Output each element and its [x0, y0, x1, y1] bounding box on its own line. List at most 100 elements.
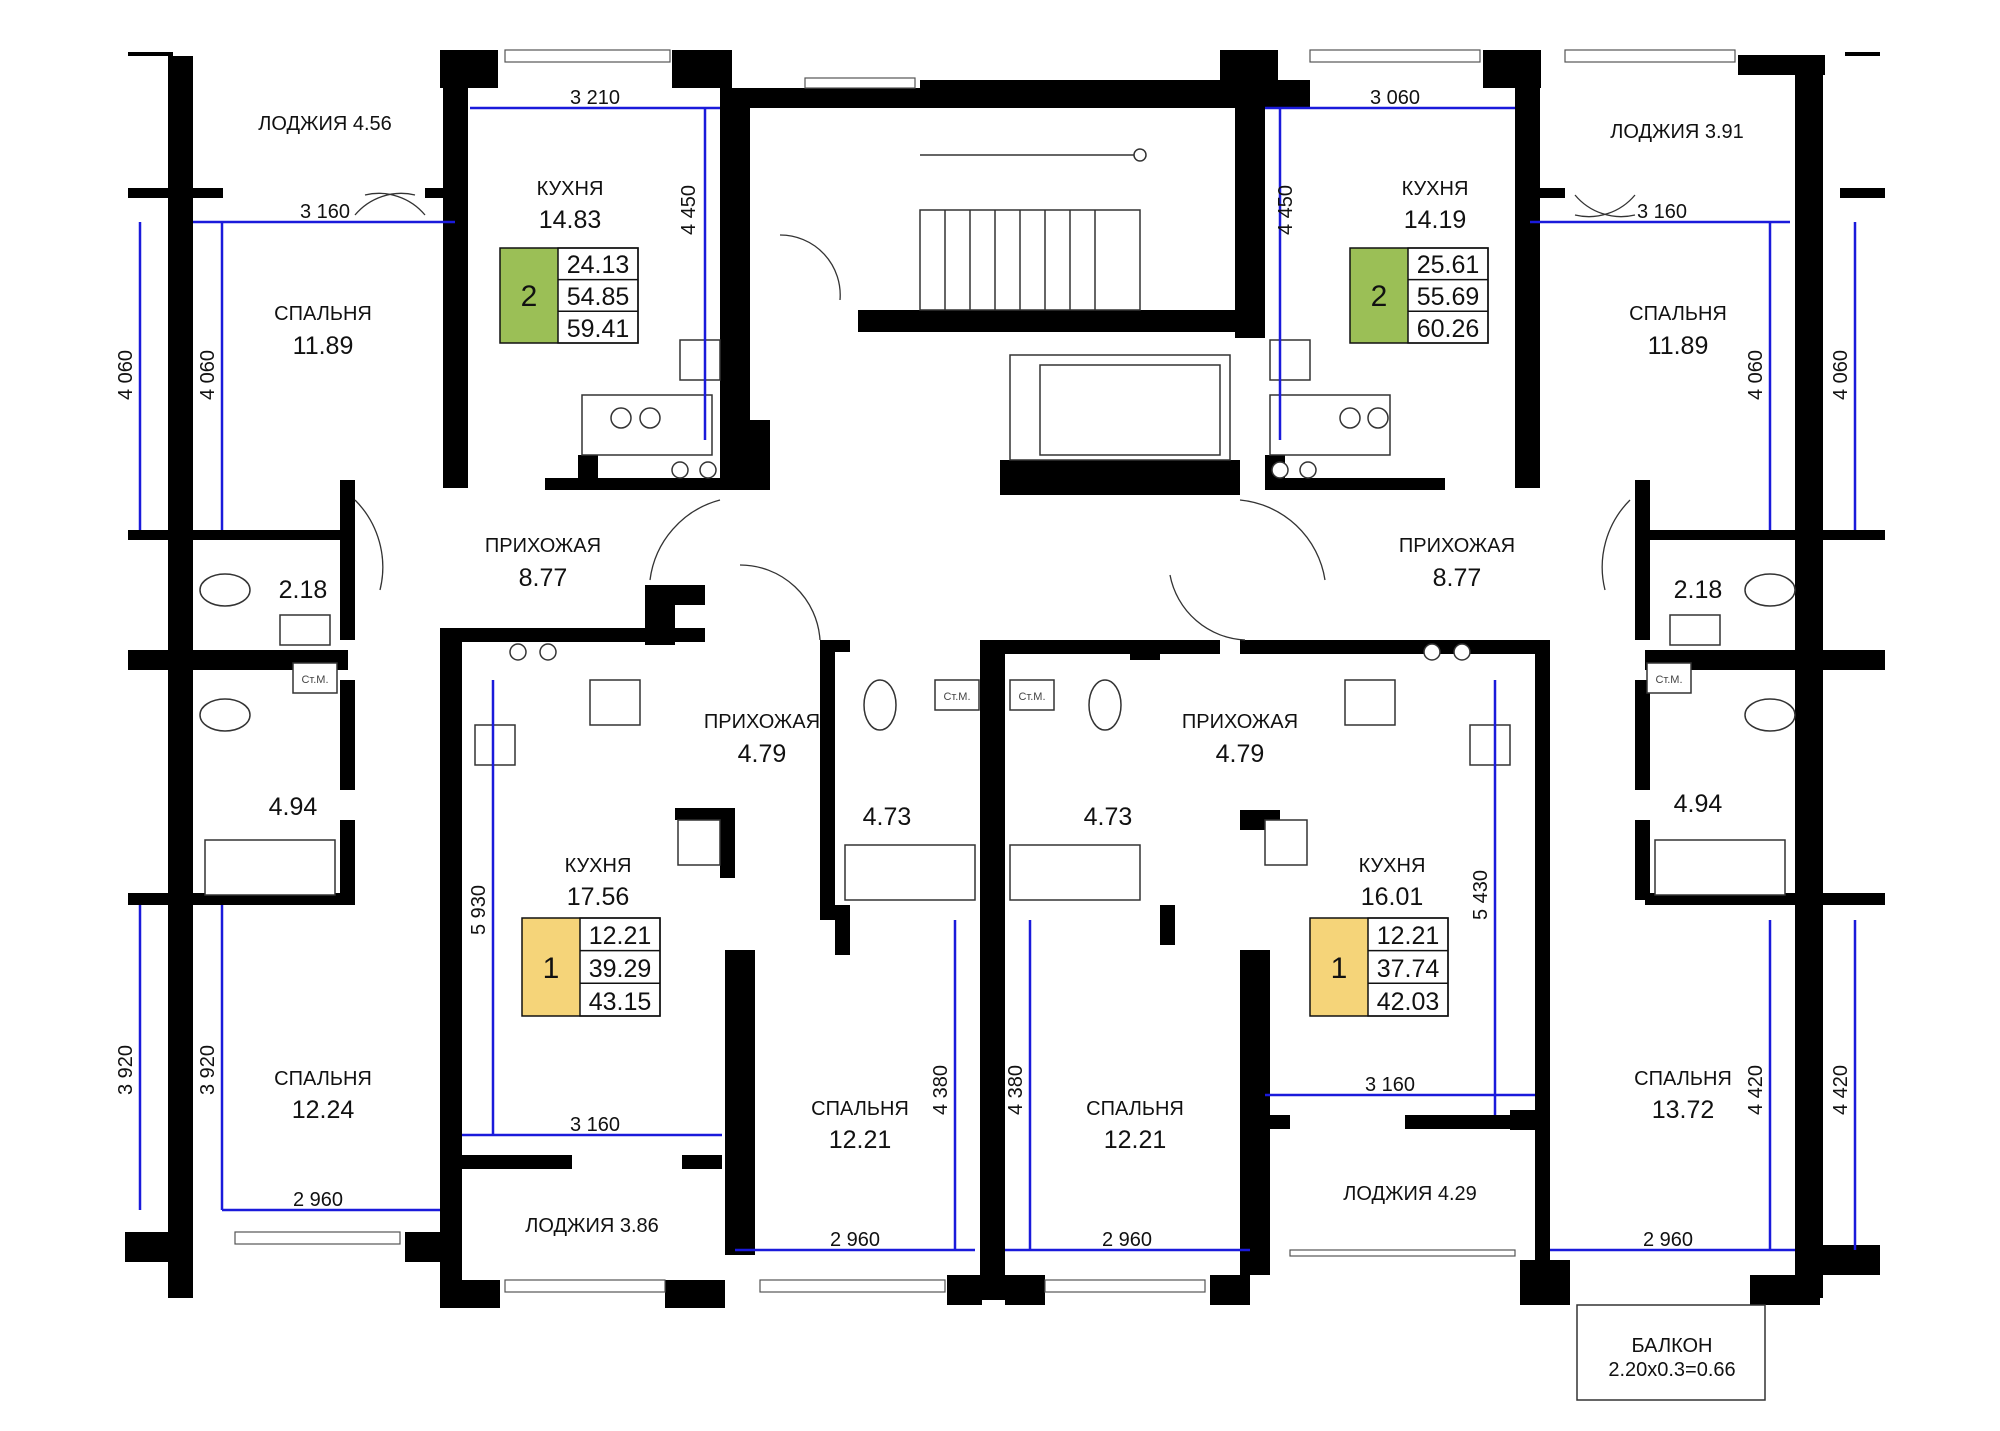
bedroom-bl-label: СПАЛЬНЯ — [274, 1068, 372, 1090]
dim-5930: 5 930 — [468, 885, 490, 935]
dim-3920-1: 3 920 — [115, 1045, 137, 1095]
hall-cl-area: 4.79 — [738, 740, 787, 768]
washer-label-cr: Ст.М. — [1018, 691, 1045, 703]
dim-4060-l2: 4 060 — [197, 350, 219, 400]
dimension-labels: 3 210 4 450 3 160 4 060 4 060 3 060 4 45… — [115, 87, 1852, 1251]
kitchen-tr-label: КУХНЯ — [1402, 178, 1469, 200]
dim-4380-left: 4 380 — [930, 1065, 952, 1115]
hall-tl-area: 8.77 — [519, 564, 568, 592]
wc-tl-area: 2.18 — [279, 576, 328, 604]
kitchen-bl-label: КУХНЯ — [565, 855, 632, 877]
dim-3160-br: 3 160 — [1365, 1074, 1415, 1096]
badge-tr-swatch — [1350, 248, 1408, 343]
room-labels: ЛОДЖИЯ 4.56 КУХНЯ 14.83 СПАЛЬНЯ 11.89 ПР… — [258, 113, 1744, 1381]
bath-tl-area: 4.94 — [269, 793, 318, 821]
hall-tl-label: ПРИХОЖАЯ — [485, 535, 601, 557]
bedroom-tl-area: 11.89 — [293, 332, 354, 360]
loggia-tr-label: ЛОДЖИЯ 3.91 — [1610, 121, 1744, 143]
dim-4450-left: 4 450 — [678, 185, 700, 235]
hall-tr-area: 8.77 — [1433, 564, 1482, 592]
fixtures — [199, 148, 1796, 1401]
dim-3160-bl: 3 160 — [570, 1114, 620, 1136]
washer-label-cl: Ст.М. — [943, 691, 970, 703]
dim-3210: 3 210 — [570, 87, 620, 109]
badge-br-rooms: 1 — [1331, 952, 1348, 985]
bedroom-cl-label: СПАЛЬНЯ — [811, 1098, 909, 1120]
hall-cl-label: ПРИХОЖАЯ — [704, 711, 820, 733]
bedroom-tl-label: СПАЛЬНЯ — [274, 303, 372, 325]
badge-bl-living: 12.21 — [589, 922, 652, 950]
hall-cr-label: ПРИХОЖАЯ — [1182, 711, 1298, 733]
badge-br-swatch — [1310, 918, 1368, 1016]
dim-5430: 5 430 — [1470, 870, 1492, 920]
windows — [234, 49, 1736, 1293]
dim-2960-cr: 2 960 — [1102, 1229, 1152, 1251]
doors — [354, 192, 1636, 641]
badge-bl-rooms: 1 — [543, 952, 560, 985]
badge-bl-total: 43.15 — [589, 988, 652, 1016]
loggia-br-label: ЛОДЖИЯ 4.29 — [1343, 1183, 1477, 1205]
dim-3920-2: 3 920 — [197, 1045, 219, 1095]
kitchen-br-label: КУХНЯ — [1359, 855, 1426, 877]
loggia-tl-label: ЛОДЖИЯ 4.56 — [258, 113, 392, 135]
dim-3160-tr: 3 160 — [1637, 201, 1687, 223]
kitchen-bl-area: 17.56 — [567, 883, 630, 911]
washer-label-tr: Ст.М. — [1655, 674, 1682, 686]
bedroom-br-area: 13.72 — [1652, 1096, 1715, 1124]
dim-4450-right: 4 450 — [1275, 185, 1297, 235]
dim-4380-right: 4 380 — [1005, 1065, 1027, 1115]
dim-2960-bl: 2 960 — [293, 1189, 343, 1211]
dim-4060-l1: 4 060 — [115, 350, 137, 400]
bath-tr-area: 4.94 — [1674, 790, 1723, 818]
bath-cl-area: 4.73 — [863, 803, 912, 831]
apartment-badge-br: 1 12.21 37.74 42.03 — [1309, 917, 1449, 1017]
badge-tr-living: 25.61 — [1417, 251, 1480, 279]
badge-tl-rooms: 2 — [521, 280, 538, 313]
dim-4060-r1: 4 060 — [1745, 350, 1767, 400]
dim-4420-2: 4 420 — [1830, 1065, 1852, 1115]
bedroom-cl-area: 12.21 — [829, 1126, 892, 1154]
kitchen-tr-area: 14.19 — [1404, 206, 1467, 234]
badge-br-usable: 37.74 — [1377, 955, 1440, 983]
badge-tl-swatch — [500, 248, 558, 343]
dim-3060: 3 060 — [1370, 87, 1420, 109]
bedroom-tr-label: СПАЛЬНЯ — [1629, 303, 1727, 325]
bedroom-cr-label: СПАЛЬНЯ — [1086, 1098, 1184, 1120]
wc-tr-area: 2.18 — [1674, 576, 1723, 604]
bedroom-br-label: СПАЛЬНЯ — [1634, 1068, 1732, 1090]
balcony-formula: 2.20x0.3=0.66 — [1608, 1359, 1735, 1381]
kitchen-tl-label: КУХНЯ — [537, 178, 604, 200]
walls — [125, 50, 1885, 1308]
badge-tr-total: 60.26 — [1417, 315, 1480, 343]
dim-2960-br: 2 960 — [1643, 1229, 1693, 1251]
bath-cr-area: 4.73 — [1084, 803, 1133, 831]
badge-br-total: 42.03 — [1377, 988, 1440, 1016]
hall-cr-area: 4.79 — [1216, 740, 1265, 768]
left-outer-wall — [168, 56, 193, 1298]
washer-label-tl: Ст.М. — [301, 674, 328, 686]
kitchen-tl-area: 14.83 — [539, 206, 602, 234]
badge-tl-usable: 54.85 — [567, 283, 630, 311]
dimension-lines — [138, 106, 1857, 1252]
washer-labels: Ст.М. Ст.М. Ст.М. Ст.М. — [292, 662, 1692, 711]
bedroom-tr-area: 11.89 — [1648, 332, 1709, 360]
apartment-badge-tl: 2 24.13 54.85 59.41 — [499, 247, 639, 344]
bedroom-bl-area: 12.24 — [292, 1096, 355, 1124]
badge-tl-living: 24.13 — [567, 251, 630, 279]
right-outer-wall — [1795, 56, 1823, 1298]
bedroom-cr-area: 12.21 — [1104, 1126, 1167, 1154]
dim-2960-cl: 2 960 — [830, 1229, 880, 1251]
badge-bl-usable: 39.29 — [589, 955, 652, 983]
balcony-label: БАЛКОН — [1631, 1335, 1712, 1357]
dim-4060-r2: 4 060 — [1830, 350, 1852, 400]
loggia-bl-label: ЛОДЖИЯ 3.86 — [525, 1215, 659, 1237]
hall-tr-label: ПРИХОЖАЯ — [1399, 535, 1515, 557]
dim-3160-tl: 3 160 — [300, 201, 350, 223]
apartment-badge-bl: 1 12.21 39.29 43.15 — [521, 917, 661, 1017]
dim-4420-1: 4 420 — [1745, 1065, 1767, 1115]
apartment-badge-tr: 2 25.61 55.69 60.26 — [1349, 247, 1489, 344]
badge-br-living: 12.21 — [1377, 922, 1440, 950]
kitchen-br-area: 16.01 — [1361, 883, 1424, 911]
badge-tr-rooms: 2 — [1371, 280, 1388, 313]
